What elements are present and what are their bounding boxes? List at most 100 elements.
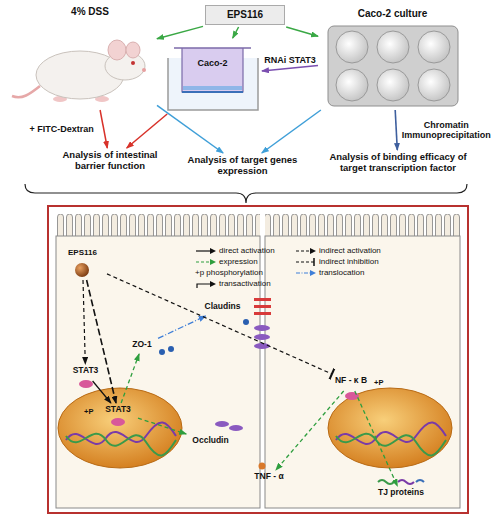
node-text: Analysis of binding efficacy of target t…: [318, 152, 478, 174]
analysis-box: Analysis of intestinal barrier function: [50, 150, 170, 174]
node-text: Occludin: [188, 436, 233, 446]
legend-head: [310, 270, 316, 276]
plate-well: [377, 31, 409, 63]
mouse-tail: [12, 86, 40, 97]
connector: [233, 27, 239, 38]
legend-sample: [295, 247, 317, 255]
panel-frame: [48, 206, 468, 513]
transwell-illustration: [168, 48, 258, 110]
legend-item: +p phosphorylation: [195, 267, 263, 278]
node-text: ZO-1: [128, 340, 156, 350]
legend-text: transactivation: [219, 279, 271, 288]
brace: [25, 184, 467, 203]
connector: [127, 114, 168, 148]
connector: [158, 316, 206, 338]
occludin: [215, 421, 229, 427]
connector: [157, 26, 203, 38]
insert-outline: [182, 48, 243, 92]
analysis-box: Analysis of target genes expression: [185, 155, 300, 179]
legend-text: +p phosphorylation: [195, 268, 263, 277]
legend-line: [296, 272, 311, 273]
edge-label: + FITC-Dextran: [24, 124, 99, 134]
cell-illustration: [56, 214, 460, 508]
claudin: [254, 312, 271, 315]
legend-item: translocation: [295, 267, 364, 278]
legend-head: [210, 259, 216, 265]
cell-body: [265, 236, 460, 508]
protein-label: TJ proteins: [372, 488, 430, 500]
compound-particle: EPS116: [60, 248, 105, 278]
edge-label: Chromatin Immunoprecipitation: [398, 120, 492, 141]
node-text: Analysis of intestinal barrier function: [50, 150, 170, 172]
node-text: TNF - α: [250, 472, 288, 482]
mouse-illustration: [12, 40, 146, 102]
node-text: STAT3: [100, 405, 136, 415]
edge-label: RNAi STAT3: [260, 55, 320, 65]
plate-well: [336, 31, 368, 63]
legend-bar: [313, 258, 315, 266]
microvilli: [56, 214, 260, 238]
transwell: Caco-2: [165, 40, 260, 112]
nfkb-protein: [345, 392, 359, 400]
connector: [83, 280, 85, 364]
microvilli: [265, 214, 460, 238]
tj-protein: [398, 480, 414, 484]
zo1-dot: [168, 346, 174, 352]
legend-text: expression: [219, 257, 258, 266]
mouse-nose: [142, 68, 146, 72]
connector: [262, 110, 321, 153]
legend-line: [196, 261, 211, 262]
legend-text: indirect inhibition: [319, 257, 379, 266]
dna-strand: [336, 434, 446, 456]
legend-line: [296, 250, 311, 251]
node-text: Caco-2: [165, 58, 260, 68]
node-text: Caco-2 culture: [320, 8, 465, 20]
connector: [107, 274, 332, 374]
claudin: [254, 305, 271, 308]
plate-well: [418, 69, 450, 101]
legend-item: direct activation: [195, 245, 275, 256]
protein-label: TNF - α: [250, 472, 288, 484]
eps-particle: [75, 263, 89, 277]
culture-plate: Caco-2 culture: [320, 8, 465, 108]
legend-sample: [295, 269, 317, 277]
nucleus: [328, 388, 452, 468]
legend-item: indirect inhibition: [295, 256, 379, 267]
connector: [87, 280, 116, 403]
protein-label: Occludin: [188, 436, 233, 448]
claudin: [254, 298, 271, 301]
legend-line: [197, 284, 211, 288]
connector: [157, 105, 223, 153]
dna-strand: [66, 434, 176, 456]
legend-text: direct activation: [219, 246, 275, 255]
node-text: 4% DSS: [25, 6, 155, 18]
stat3-protein: [111, 418, 125, 426]
node-text: TJ proteins: [372, 488, 430, 498]
legend-line: [196, 250, 211, 251]
connector: [395, 110, 397, 150]
plate-well: [377, 69, 409, 101]
plate-well: [418, 31, 450, 63]
node-text: EPS116: [60, 248, 105, 257]
connector: [121, 354, 139, 403]
mouse-ear: [126, 42, 140, 58]
legend-sample: [195, 280, 217, 288]
plate-body: [328, 26, 458, 106]
connector: [286, 27, 318, 36]
connector: [100, 110, 107, 148]
mouse-eye: [131, 61, 135, 65]
phospho-label: +P: [84, 407, 93, 416]
legend-head: [210, 281, 216, 287]
legend-text: indirect activation: [319, 246, 381, 255]
compound-box: EPS116: [205, 5, 285, 25]
node-text: EPS116: [227, 9, 263, 21]
analysis-box: Analysis of binding efficacy of target t…: [318, 152, 478, 176]
occludin: [254, 334, 270, 340]
node-text: STAT3: [68, 366, 103, 376]
legend-line: [296, 261, 314, 262]
legend-item: transactivation: [195, 278, 271, 289]
legend-item: expression: [195, 256, 258, 267]
legend: direct activation indirect activation expr…: [195, 245, 395, 291]
tj-protein: [378, 480, 394, 484]
